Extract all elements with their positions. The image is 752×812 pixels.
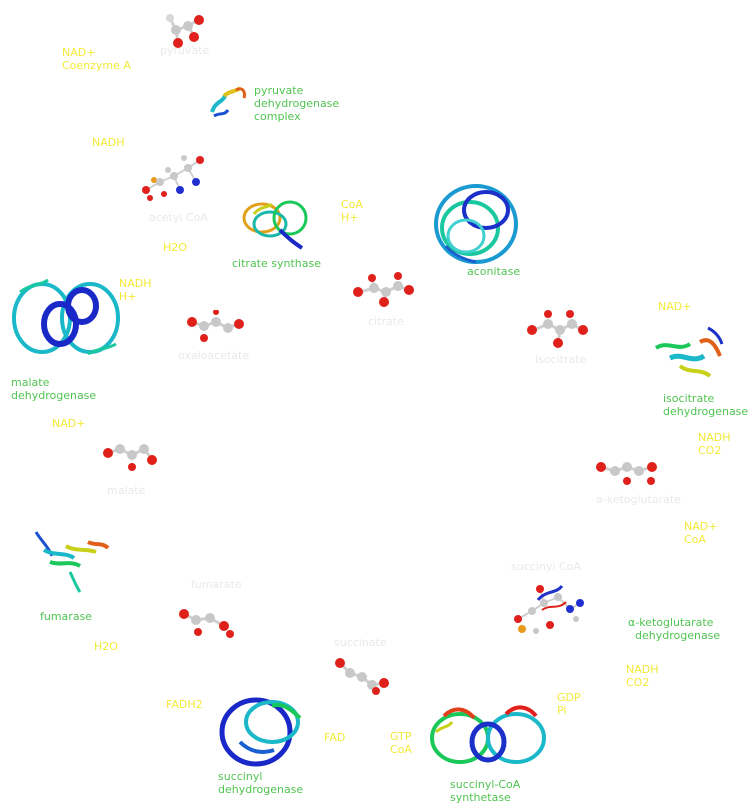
- pyruvate-label: pyruvate: [160, 44, 210, 57]
- aconitase-protein: [434, 184, 518, 264]
- oxaloacetate-molecule: [187, 310, 244, 342]
- isocitrate-dehydrogenase-protein: [654, 326, 724, 378]
- succinyl-coa-label: succinyl CoA: [511, 560, 581, 573]
- succinyl-coa-molecule: [514, 585, 584, 634]
- succinyl-dehydrogenase-protein: [219, 697, 302, 767]
- fumarase-protein: [34, 531, 110, 593]
- citrate-label: citrate: [368, 315, 404, 328]
- fad-label: FAD: [324, 731, 346, 744]
- akg-dehydrogenase-label: α-ketoglutarate dehydrogenase: [628, 616, 721, 642]
- succinate-molecule: [335, 658, 389, 695]
- coa-h-label: CoA H+: [341, 198, 363, 224]
- citrate-synthase-protein: [242, 200, 308, 250]
- gdp-pi-label: GDP Pi: [557, 691, 581, 717]
- nad-label-1: NAD+: [658, 300, 692, 313]
- malate-molecule: [103, 444, 157, 471]
- akg-dehydrogenase-protein: [536, 584, 567, 611]
- h2o-label-2: H2O: [94, 640, 118, 653]
- acetyl-coa-molecule: [142, 155, 204, 201]
- fumarate-label: fumarate: [191, 578, 242, 591]
- fumarate-molecule: [179, 609, 234, 638]
- h2o-label-1: H2O: [163, 241, 187, 254]
- malate-dehydrogenase-protein: [12, 278, 120, 356]
- nad-label-2: NAD+: [52, 417, 86, 430]
- pyruvate-molecule: [166, 14, 204, 48]
- malate-dehydrogenase-label: malate dehydrogenase: [11, 376, 97, 402]
- nadh-co2-label-1: NADH CO2: [698, 431, 731, 457]
- succinate-label: succinate: [334, 636, 387, 649]
- succinyl-coa-synthetase-label: succinyl-CoA synthetase: [450, 778, 521, 804]
- nad-coa-label: NAD+ CoA: [684, 520, 718, 546]
- oxaloacetate-label: oxaloacetate: [178, 349, 250, 362]
- citrate-synthase-label: citrate synthase: [232, 257, 321, 270]
- nadh-label-1: NADH: [92, 136, 125, 149]
- aconitase-label: aconitase: [467, 265, 521, 278]
- pyruvate-dehydrogenase-protein: [210, 86, 246, 118]
- succinyl-dehydrogenase-label: succinyl dehydrogenase: [218, 770, 304, 796]
- isocitrate-label: isocitrate: [535, 353, 587, 366]
- acetyl-coa-label: acetyl CoA: [149, 211, 208, 224]
- citrate-molecule: [353, 272, 414, 307]
- isocitrate-dehydrogenase-label: isocitrate dehydrogenase: [663, 392, 749, 418]
- nad-coenzyme-a-label: NAD+ Coenzyme A: [62, 46, 131, 72]
- a-ketoglutarate-label: a-ketoglutarate: [596, 493, 681, 506]
- a-ketoglutarate-molecule: [596, 462, 657, 485]
- succinyl-coa-synthetase-protein: [430, 705, 546, 764]
- nadh-h-label: NADH H+: [119, 277, 152, 303]
- fadh2-label: FADH2: [166, 698, 203, 711]
- isocitrate-molecule: [527, 310, 588, 348]
- malate-label: malate: [107, 484, 146, 497]
- pyruvate-dehydrogenase-label: pyruvate dehydrogenase complex: [254, 84, 340, 123]
- nadh-co2-label-2: NADH CO2: [626, 663, 659, 689]
- gtp-coa-label: GTP CoA: [390, 730, 412, 756]
- fumarase-label: fumarase: [40, 610, 93, 623]
